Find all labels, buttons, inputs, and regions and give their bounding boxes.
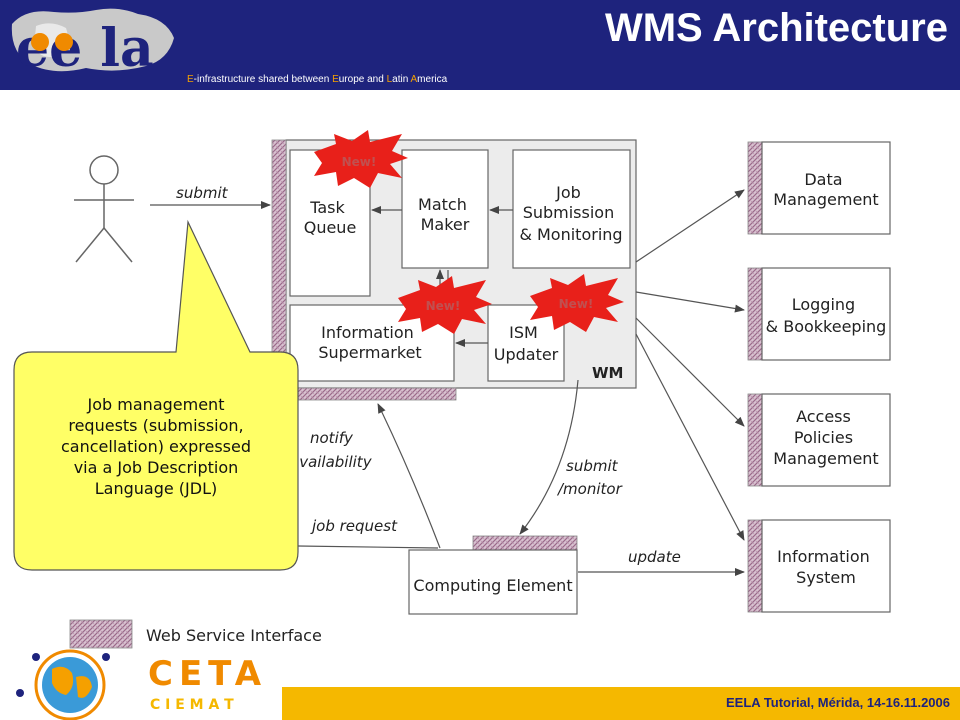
ism-updater-line: Updater bbox=[494, 345, 559, 364]
tagline-part: -infrastructure shared between bbox=[193, 74, 333, 85]
match-maker-label: Match Maker bbox=[418, 195, 472, 234]
footer-text: EELA Tutorial, Mérida, 14-16.11.2006 bbox=[726, 695, 950, 710]
tagline: E-infrastructure shared between Europe a… bbox=[187, 74, 447, 85]
callout-line: via a Job Description bbox=[73, 458, 239, 477]
new-badge-label: New! bbox=[342, 155, 377, 169]
svg-text:Information System: Information System bbox=[777, 547, 875, 587]
information-system-line: Information bbox=[777, 547, 870, 566]
tagline-part: merica bbox=[417, 74, 448, 85]
tagline-part: A bbox=[410, 74, 418, 85]
access-policies-service: Access Policies Management bbox=[747, 393, 891, 487]
user-figure bbox=[74, 155, 134, 263]
callout-line: Language (JDL) bbox=[94, 479, 218, 498]
job-submission-line: Job bbox=[555, 183, 581, 202]
submit-monitor-label: submit /monitor bbox=[556, 457, 623, 498]
tagline-part: urope and bbox=[338, 74, 387, 85]
computing-element-label: Computing Element bbox=[413, 576, 572, 595]
match-maker-line: Match bbox=[418, 195, 467, 214]
submit-arrow-label: submit bbox=[176, 184, 229, 202]
new-badge: New! bbox=[398, 276, 492, 334]
job-submission-line: Submission bbox=[523, 203, 615, 222]
ism-updater-label: ISM Updater bbox=[494, 323, 559, 364]
job-submission-box bbox=[512, 149, 631, 269]
access-policies-line: Management bbox=[773, 449, 878, 468]
submit-monitor-line: /monitor bbox=[556, 480, 623, 498]
ism-updater-box bbox=[487, 304, 565, 382]
information-system-service: Information System bbox=[747, 519, 891, 613]
access-policies-line: Policies bbox=[794, 428, 853, 447]
wm-hatch-left bbox=[271, 139, 287, 389]
update-label: update bbox=[628, 548, 681, 566]
logging-line: & Bookkeeping bbox=[766, 317, 887, 336]
tagline-part: E bbox=[187, 74, 194, 85]
match-maker-line: Maker bbox=[421, 215, 470, 234]
service-arrows bbox=[635, 189, 745, 541]
data-management-line: Data bbox=[804, 170, 842, 189]
eela-logo: ee la bbox=[11, 8, 175, 79]
svg-text:Access Policies Ma: Access Policies Management bbox=[773, 407, 878, 468]
new-badge-label: New! bbox=[426, 299, 461, 313]
ce-arrows bbox=[297, 379, 745, 576]
jdl-callout-bubble bbox=[13, 219, 299, 571]
new-badge-label: New! bbox=[559, 297, 594, 311]
footer-bar: EELA Tutorial, Mérida, 14-16.11.2006 bbox=[282, 687, 960, 720]
job-submission-label: Job Submission & Monitoring bbox=[519, 183, 622, 244]
submit-monitor-line: submit bbox=[566, 457, 619, 475]
ism-updater-line: ISM bbox=[509, 323, 538, 342]
notify-line: notify bbox=[310, 429, 354, 447]
tagline-part: E bbox=[332, 74, 339, 85]
information-supermarket-label: Information Supermarket bbox=[318, 323, 421, 362]
new-badge: New! bbox=[314, 130, 408, 188]
ceta-ciemat-logo: CETA C I E M A T bbox=[16, 649, 267, 720]
information-system-line: System bbox=[796, 568, 856, 587]
data-management-service: Data Management bbox=[747, 141, 891, 235]
logging-bookkeeping-service: Logging & Bookkeeping bbox=[747, 267, 891, 361]
legend-swatch bbox=[69, 619, 133, 649]
match-maker-box bbox=[401, 149, 489, 269]
tagline-part: L bbox=[386, 74, 393, 85]
information-supermarket-line: Supermarket bbox=[318, 343, 421, 362]
page-title: WMS Architecture bbox=[604, 6, 948, 50]
job-submission-line: & Monitoring bbox=[519, 225, 622, 244]
task-queue-line: Queue bbox=[304, 218, 357, 237]
ceta-logo-text: CETA bbox=[148, 654, 267, 694]
wm-hatch-bottom bbox=[271, 387, 457, 401]
task-queue-label: Task Queue bbox=[304, 198, 357, 237]
callout-line: requests (submission, bbox=[68, 416, 244, 435]
jdl-callout-text: Job management requests (submission, can… bbox=[26, 394, 286, 499]
tagline-part: atin bbox=[392, 74, 411, 85]
notify-line: availability bbox=[290, 453, 373, 471]
information-supermarket-line: Information bbox=[321, 323, 414, 342]
job-request-label: job request bbox=[310, 517, 398, 535]
notify-availability-label: notify availability bbox=[290, 429, 373, 471]
callout-line: cancellation) expressed bbox=[61, 437, 251, 456]
header-bar: ee la WMS Architecture E-infrastructure … bbox=[0, 0, 960, 90]
wm-label: WM bbox=[592, 364, 623, 382]
new-badge: New! bbox=[530, 274, 624, 332]
ciemat-logo-text: C I E M A T bbox=[150, 697, 234, 713]
callout-line: Job management bbox=[87, 395, 225, 414]
svg-text:Data Management: Data Management bbox=[773, 170, 878, 209]
logging-line: Logging bbox=[792, 295, 855, 314]
access-policies-line: Access bbox=[796, 407, 851, 426]
data-management-line: Management bbox=[773, 190, 878, 209]
svg-text:Logging & Bookkeeping: Logging & Bookkeeping bbox=[766, 295, 887, 336]
legend-label: Web Service Interface bbox=[146, 626, 322, 645]
computing-element: Computing Element bbox=[408, 535, 578, 615]
task-queue-line: Task bbox=[309, 198, 345, 217]
